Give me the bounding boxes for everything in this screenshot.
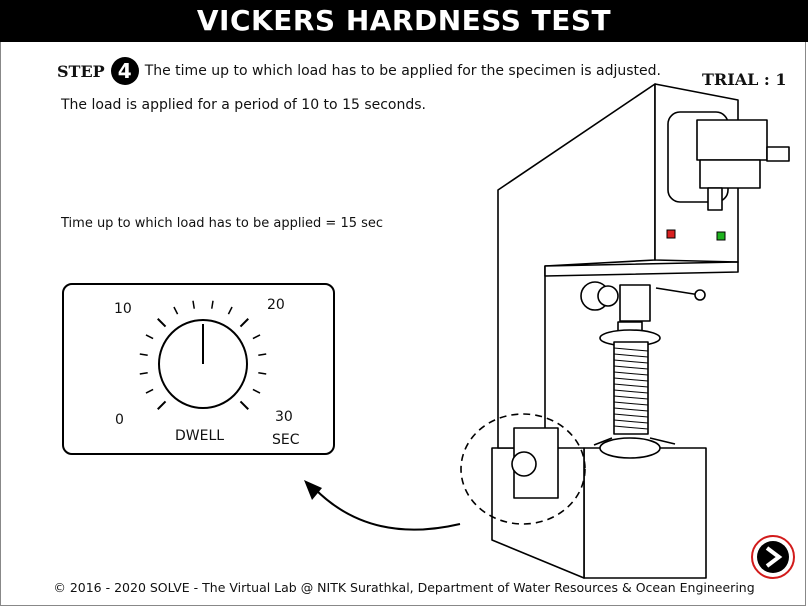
screw-thread — [613, 347, 649, 352]
turret-knob — [707, 187, 723, 211]
dwell-button[interactable] — [666, 229, 676, 239]
screw-threads — [613, 347, 649, 430]
screw-thread — [613, 371, 649, 376]
footer-copyright: © 2016 - 2020 SOLVE - The Virtual Lab @ … — [53, 580, 755, 595]
dial-tick — [258, 353, 267, 356]
machine-head-ledge — [544, 261, 739, 277]
zoom-highlight-circle — [460, 413, 586, 525]
dial-tick — [145, 334, 154, 340]
dial-unit-label: SEC — [272, 432, 300, 448]
screw-thread — [613, 413, 649, 418]
load-period-text: The load is applied for a period of 10 t… — [61, 97, 427, 113]
dial-tick — [157, 318, 167, 328]
side-wheel-hub — [597, 285, 619, 307]
step-label: STEP — [57, 61, 105, 81]
screw-thread — [613, 407, 649, 412]
dial-label-30: 30 — [275, 409, 293, 425]
dial-tick — [239, 318, 249, 328]
handwheel-spoke-left — [593, 437, 613, 446]
screw-thread — [613, 389, 649, 394]
load-lever — [655, 287, 701, 296]
page-title: VICKERS HARDNESS TEST — [0, 0, 808, 42]
screw-thread — [613, 395, 649, 400]
dial-tick — [258, 372, 267, 375]
screw-thread — [613, 359, 649, 364]
screw-thread — [613, 419, 649, 424]
step-number-badge: 4 — [110, 57, 139, 85]
step-instruction: STEP 4 The time up to which load has to … — [57, 57, 661, 85]
screw-thread — [613, 353, 649, 358]
dial-label-10: 10 — [114, 301, 132, 317]
handwheel-spoke-right — [649, 437, 676, 445]
screw-thread — [613, 425, 649, 430]
time-applied-text: Time up to which load has to be applied … — [61, 216, 384, 231]
dwell-dial-panel: 10 20 0 30 DWELL SEC — [62, 283, 335, 455]
dial-tick — [173, 306, 179, 315]
dial-tick — [227, 306, 233, 315]
dial-label-0: 0 — [115, 412, 124, 428]
eyepiece-lower — [699, 159, 761, 189]
dial-tick — [252, 334, 261, 340]
play-arrow-icon — [765, 546, 783, 568]
dial-tick — [192, 300, 195, 309]
base-dwell-knob — [511, 451, 537, 477]
step-text: The time up to which load has to be appl… — [144, 63, 661, 79]
elevating-screw — [613, 341, 649, 435]
dial-tick — [145, 388, 154, 394]
dial-ticks — [139, 300, 267, 410]
eyepiece-tube — [766, 146, 790, 162]
dial-tick — [139, 372, 148, 375]
dial-label-20: 20 — [267, 297, 285, 313]
lever-knob — [694, 289, 706, 301]
dwell-dial-graphic — [139, 300, 267, 410]
screw-thread — [613, 377, 649, 382]
dial-tick — [252, 388, 261, 394]
screw-thread — [613, 365, 649, 370]
trial-counter: TRIAL : 1 — [702, 70, 787, 89]
indenter-holder — [619, 284, 651, 322]
dial-tick — [157, 400, 167, 410]
screw-thread — [613, 401, 649, 406]
dial-name-label: DWELL — [175, 428, 225, 444]
handwheel — [599, 437, 661, 459]
screw-thread — [613, 383, 649, 388]
start-button[interactable] — [716, 231, 726, 241]
dial-tick — [211, 300, 214, 309]
next-button[interactable] — [751, 535, 795, 579]
machine-base-front — [583, 447, 707, 579]
dial-tick — [239, 400, 249, 410]
next-button-disc — [757, 541, 789, 573]
dial-tick — [139, 353, 148, 356]
eyepiece-housing — [696, 119, 768, 161]
